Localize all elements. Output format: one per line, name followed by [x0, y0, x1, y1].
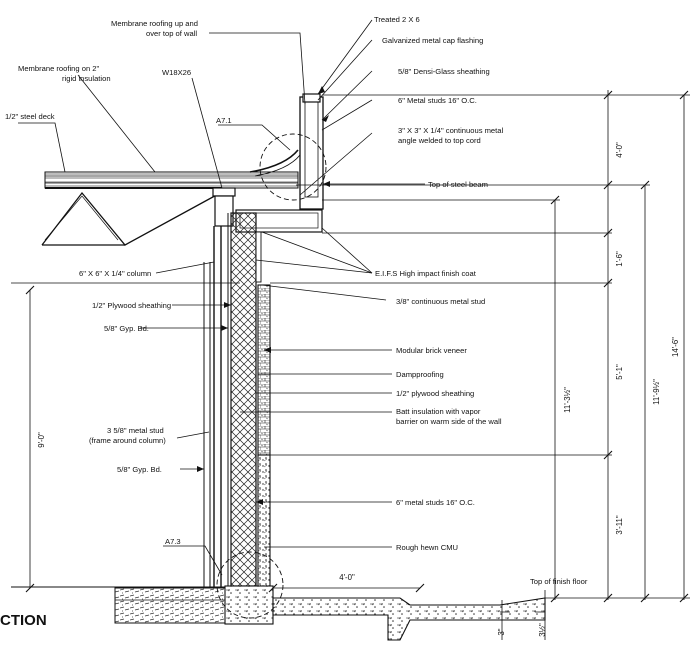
- label-metal-stud-2: (frame around column): [89, 436, 166, 445]
- label-plywood-right: 1/2" plywood sheathing: [396, 389, 474, 398]
- batt-insulation: [230, 212, 257, 587]
- label-plywood-left: 1/2" Plywood sheathing: [92, 301, 171, 310]
- label-cmu: Rough hewn CMU: [396, 543, 458, 552]
- cap-flashing: [302, 93, 321, 103]
- dim-3: 3": [497, 628, 506, 635]
- steel-frame: [203, 187, 236, 588]
- roof-deck: [44, 171, 299, 189]
- sidewalk-slab: [272, 597, 546, 641]
- dim-3-half: 3½": [538, 623, 547, 637]
- label-batt: Batt insulation with vapor: [396, 407, 481, 416]
- label-membrane-up: Membrane roofing up and: [111, 19, 198, 28]
- dim-9-0: 9'-0": [37, 432, 46, 448]
- label-gyp-upper: 5/8" Gyp. Bd.: [104, 324, 149, 333]
- section-title: CTION: [0, 612, 47, 629]
- label-galv-flashing: Galvanized metal cap flashing: [382, 36, 483, 45]
- brick-veneer: [257, 284, 271, 456]
- roof-assembly: [41, 149, 301, 246]
- dim-4-0-top: 4'-0": [615, 142, 624, 158]
- label-membrane-rigid-2: rigid insulation: [62, 74, 111, 83]
- label-column: 6" X 6" X 1/4" column: [79, 269, 151, 278]
- dim-4-0-bottom: 4'-0": [339, 573, 355, 582]
- label-angle: 3" X 3" X 1/4" continuous metal: [398, 126, 503, 135]
- dim-3-11: 3'-11": [615, 515, 624, 535]
- dim-11-9: 11'-9½": [652, 379, 661, 405]
- label-densi-glass: 5/8" Densi-Glass sheathing: [398, 67, 490, 76]
- label-cont-stud: 3/8" continuous metal stud: [396, 297, 485, 306]
- dim-14-6: 14'-6": [671, 337, 680, 357]
- detail-circle-a7-1: [259, 133, 327, 201]
- arrowheads: [197, 86, 330, 505]
- label-eifs: E.I.F.S High impact finish coat: [375, 269, 477, 278]
- annotations: Treated 2 X 6 Membrane roofing up and ov…: [5, 15, 588, 586]
- label-studs-top: 6" Metal studs 16" O.C.: [398, 96, 477, 105]
- parapet: [235, 93, 327, 233]
- dim-1-6: 1'-6": [615, 251, 624, 267]
- label-studs-bottom: 6" metal studs 16" O.C.: [396, 498, 475, 507]
- label-angle-2: angle welded to top cord: [398, 136, 481, 145]
- detail-circle-a7-3: [216, 551, 284, 619]
- dim-11-3: 11'-3½": [563, 387, 572, 413]
- dimension-labels: 4'-0" 1'-6" 5'-1" 3'-11" 11'-3½" 11'-9½"…: [37, 142, 680, 637]
- label-treated-2x6: Treated 2 X 6: [374, 15, 420, 24]
- dim-5-1: 5'-1": [615, 364, 624, 380]
- label-dampproofing: Dampproofing: [396, 370, 444, 379]
- label-membrane-rigid: Membrane roofing on 2": [18, 64, 100, 73]
- label-w18x26: W18X26: [162, 68, 191, 77]
- dimension-ticks: [25, 90, 689, 603]
- label-gyp-lower: 5/8" Gyp. Bd.: [117, 465, 162, 474]
- label-membrane-up-2: over top of wall: [146, 29, 197, 38]
- label-steel-deck: 1/2" steel deck: [5, 112, 55, 121]
- roof-truss: [41, 191, 223, 246]
- label-finish-floor: Top of finish floor: [530, 577, 588, 586]
- label-a7-3: A7.3: [165, 537, 181, 546]
- leader-lines: [18, 19, 425, 576]
- cmu-base: [257, 454, 271, 589]
- label-metal-stud: 3 5/8" metal stud: [107, 426, 164, 435]
- foundation: [11, 551, 546, 641]
- label-top-steel-beam: Top of steel beam: [428, 180, 488, 189]
- label-brick: Modular brick veneer: [396, 346, 467, 355]
- exterior-wall: [227, 212, 271, 589]
- dimension-lines: [11, 90, 690, 640]
- w-beam: [212, 187, 236, 197]
- label-a7-1: A7.1: [216, 116, 232, 125]
- label-batt-2: barrier on warm side of the wall: [396, 417, 502, 426]
